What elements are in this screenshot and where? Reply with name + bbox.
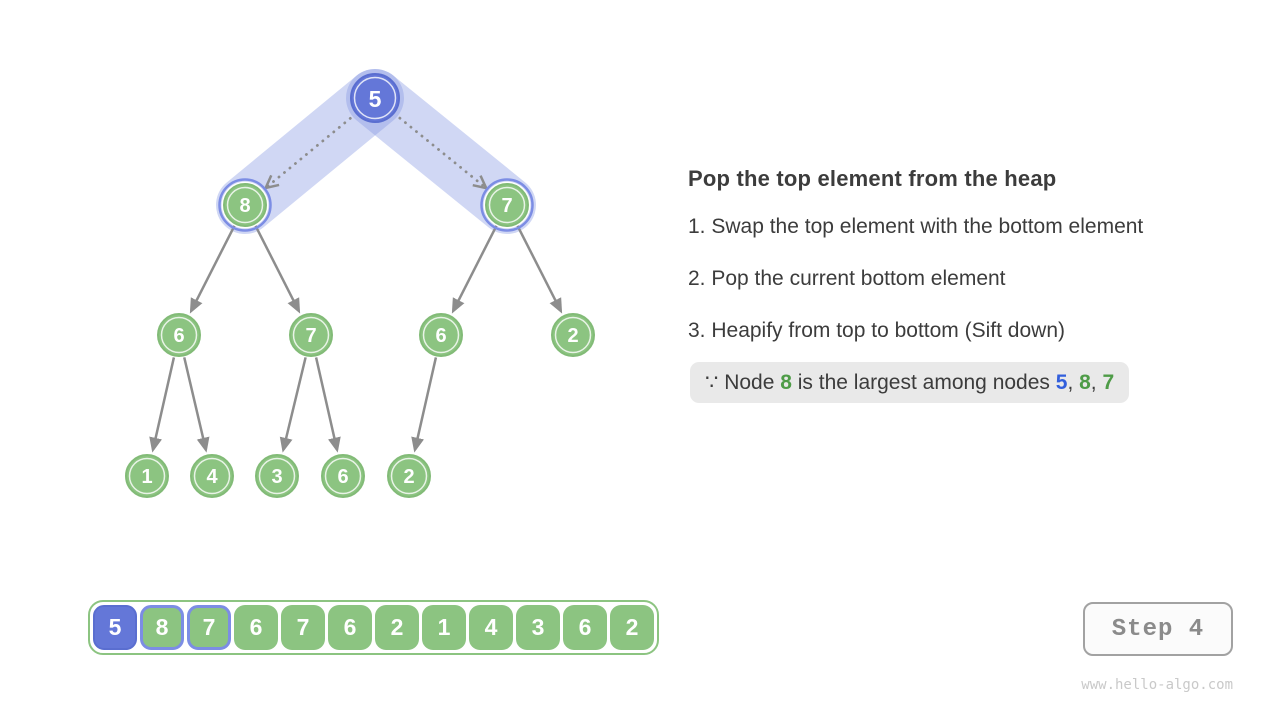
node-value: 7: [305, 325, 316, 347]
tree-node-3: 3: [255, 454, 299, 498]
node-inner-ring: [258, 457, 296, 495]
instruction-step-1: 1. Swap the top element with the bottom …: [688, 215, 1144, 238]
node-value: 7: [501, 195, 512, 217]
node-circle: [157, 313, 201, 357]
array-cell: 2: [610, 605, 654, 650]
tree-node-6: 6: [321, 454, 365, 498]
tree-node-7: 7: [289, 313, 333, 357]
tree-edge-arrow: [149, 357, 176, 453]
node-inner-ring: [292, 316, 330, 354]
node-circle: [223, 183, 267, 227]
note-segment: 5: [1055, 371, 1068, 394]
node-inner-ring: [128, 457, 166, 495]
node-inner-ring: [226, 186, 264, 224]
node-value: 2: [403, 466, 414, 488]
array-cell: 7: [281, 605, 325, 650]
tree-node-2: 2: [551, 313, 595, 357]
note-segment: 7: [1102, 371, 1115, 394]
node-inner-ring: [554, 316, 592, 354]
array-cell: 4: [469, 605, 513, 650]
node-circle: [125, 454, 169, 498]
node-inner-ring: [488, 186, 526, 224]
tree-edge-arrow: [516, 224, 563, 314]
node-inner-ring: [353, 76, 397, 120]
node-value: 4: [206, 466, 218, 488]
node-circle: [255, 454, 299, 498]
note-segment: 8: [780, 371, 792, 394]
node-circle: [551, 313, 595, 357]
array-cell: 6: [234, 605, 278, 650]
tree-node-2: 2: [387, 454, 431, 498]
tree-edge-arrow: [279, 357, 307, 453]
tree-node-6: 6: [419, 313, 463, 357]
tree-node-7: 7: [480, 178, 534, 232]
array-cell: 6: [563, 605, 607, 650]
tree-node-6: 6: [157, 313, 201, 357]
tree-edge-arrow: [451, 224, 498, 314]
array-cell: 3: [516, 605, 560, 650]
array-cell: 2: [375, 605, 419, 650]
node-circle: [419, 313, 463, 357]
tree-edge-arrow: [189, 224, 236, 314]
array-cell: 6: [328, 605, 372, 650]
node-value: 3: [271, 466, 282, 488]
node-value: 6: [337, 466, 348, 488]
watermark: www.hello-algo.com: [1081, 677, 1233, 693]
node-value: 8: [239, 195, 250, 217]
node-inner-ring: [324, 457, 362, 495]
swap-target-ring: [218, 178, 272, 232]
node-inner-ring: [160, 316, 198, 354]
tree-edge-arrow: [411, 357, 438, 453]
note-segment: is the largest among nodes: [791, 371, 1056, 394]
tree-edge-arrow: [183, 357, 210, 453]
node-value: 5: [369, 86, 382, 112]
node-circle: [485, 183, 529, 227]
instruction-step-2: 2. Pop the current bottom element: [688, 267, 1006, 290]
array-cell: 7: [187, 605, 231, 650]
swap-target-ring: [480, 178, 534, 232]
node-value: 6: [173, 325, 184, 347]
node-inner-ring: [422, 316, 460, 354]
tree-node-4: 4: [190, 454, 234, 498]
node-circle: [289, 313, 333, 357]
note-segment: ∵ Node: [705, 371, 781, 394]
node-circle: [350, 73, 400, 123]
note-segment: ,: [1090, 371, 1103, 394]
heap-tree-svg: 5 8 7 6 7 6 2 1 4 3 6 2: [125, 69, 595, 498]
tree-node-8: 8: [218, 178, 272, 232]
node-inner-ring: [390, 457, 428, 495]
node-circle: [321, 454, 365, 498]
tree-edge-arrow: [254, 224, 301, 314]
node-inner-ring: [193, 457, 231, 495]
array-cell: 1: [422, 605, 466, 650]
node-circle: [190, 454, 234, 498]
heap-tree-diagram: 5 8 7 6 7 6 2 1 4 3 6 2: [0, 0, 680, 560]
node-value: 1: [141, 466, 152, 488]
node-value: 2: [567, 325, 578, 347]
step-indicator-button[interactable]: Step 4: [1083, 602, 1233, 656]
step-indicator-label: Step 4: [1111, 615, 1205, 643]
array-cell: 5: [93, 605, 137, 650]
note-segment: 8: [1079, 371, 1091, 394]
node-circle: [387, 454, 431, 498]
tree-node-5: 5: [350, 73, 400, 123]
note-segment: ,: [1067, 371, 1080, 394]
node-value: 6: [435, 325, 446, 347]
instruction-step-3: 3. Heapify from top to bottom (Sift down…: [688, 319, 1065, 342]
panel-title: Pop the top element from the heap: [688, 166, 1057, 191]
tree-node-1: 1: [125, 454, 169, 498]
array-cell: 8: [140, 605, 184, 650]
tree-edge-arrow: [314, 357, 341, 453]
reason-note: ∵ Node 8 is the largest among nodes 5, 8…: [690, 362, 1130, 403]
